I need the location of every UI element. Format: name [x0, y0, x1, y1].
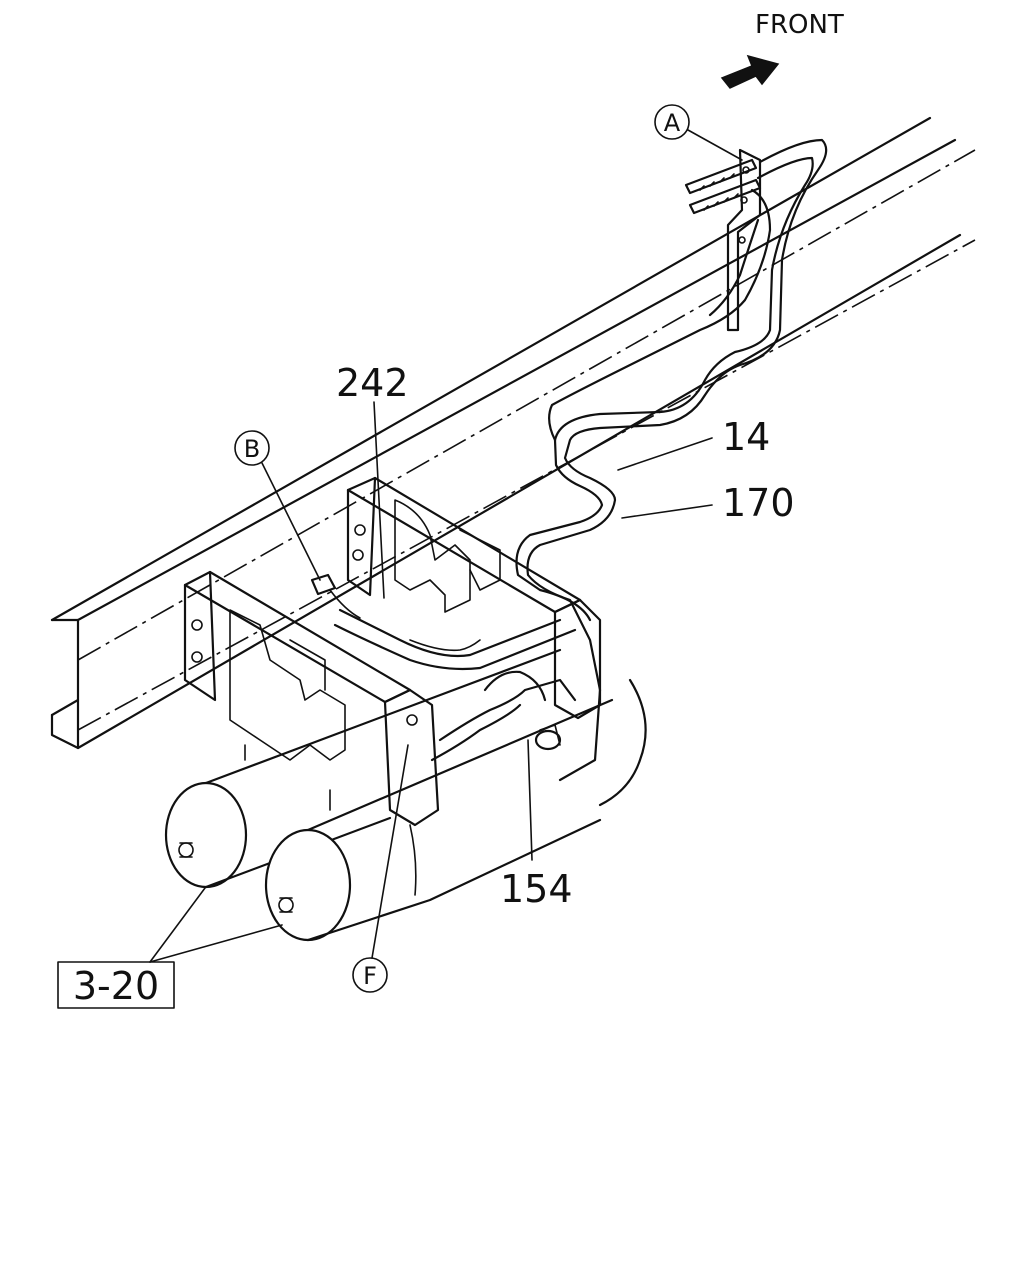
circle-f-label: F	[363, 962, 377, 990]
ref-box-label: 3-20	[73, 964, 159, 1008]
front-label: FRONT	[755, 10, 844, 40]
air-tanks	[164, 648, 647, 942]
label-154: 154	[500, 867, 573, 911]
front-arrow: FRONT	[720, 10, 844, 89]
label-170: 170	[722, 481, 795, 525]
connector-b	[310, 573, 361, 619]
frame-rail	[50, 116, 976, 750]
callout-170: 170	[621, 481, 795, 525]
circle-a-label: A	[664, 109, 681, 137]
callout-154: 154	[500, 739, 573, 911]
front-bracket	[684, 148, 762, 332]
label-14: 14	[722, 415, 770, 459]
front-cross-bracket	[183, 570, 440, 827]
label-242: 242	[336, 361, 409, 405]
callout-242: 242	[336, 361, 409, 599]
clamp-154	[534, 724, 562, 751]
callout-3-20: 3-20	[57, 887, 283, 1009]
callout-f: F	[352, 744, 409, 993]
callout-14: 14	[617, 415, 770, 471]
circle-b-label: B	[244, 435, 260, 463]
brake-tubes	[515, 138, 828, 782]
callout-a: A	[654, 104, 743, 161]
cross-tubes	[333, 608, 577, 762]
callout-b: B	[234, 430, 321, 581]
